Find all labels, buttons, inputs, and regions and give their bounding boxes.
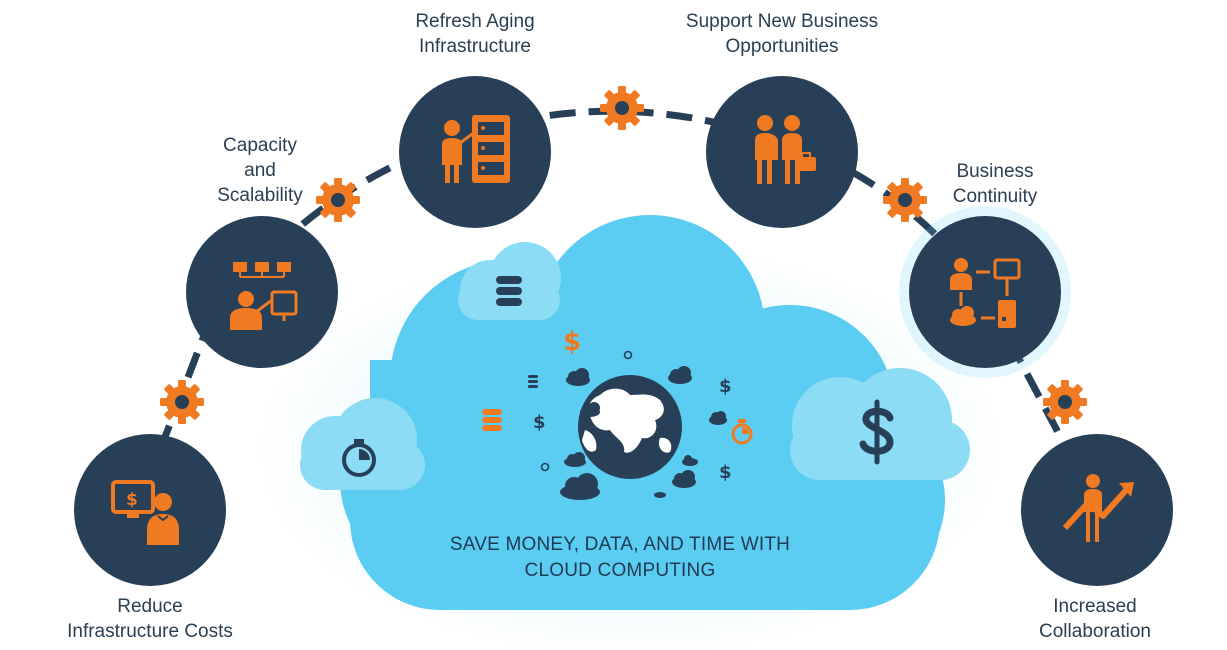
server-rack-icon <box>442 115 510 183</box>
workflow-icon <box>950 258 1021 328</box>
dollar-icon <box>859 399 894 465</box>
benefit-label-reduce-costs: Reduce Infrastructure Costs <box>67 596 233 642</box>
center-caption: SAVE MONEY, DATA, AND TIME WITH CLOUD CO… <box>449 534 791 581</box>
benefit-label-business-opportunities: Support New Business Opportunities <box>685 11 879 57</box>
svg-text:$: $ <box>126 490 138 510</box>
network-monitor-icon <box>230 262 298 330</box>
gear-icon <box>600 86 644 130</box>
small-stopwatch-icons <box>540 350 753 472</box>
svg-text:$: $ <box>719 376 732 397</box>
svg-text:$: $ <box>719 462 732 483</box>
benefit-circle-business-opportunities <box>706 76 858 228</box>
stopwatch-icon <box>342 439 376 477</box>
handshake-icon <box>755 115 816 184</box>
svg-text:$: $ <box>533 412 546 433</box>
benefit-circle-refresh <box>399 76 551 228</box>
dashed-connector-arc <box>156 107 1074 457</box>
benefit-label-refresh: Refresh Aging Infrastructure <box>415 11 535 57</box>
database-icon <box>496 276 522 306</box>
benefit-circle-reduce-costs: $ <box>74 434 226 586</box>
small-dollar-icons: $ $ $ $ <box>533 327 732 483</box>
floating-clouds <box>560 366 727 500</box>
benefit-circle-collaboration <box>1021 434 1173 586</box>
benefit-label-continuity: Business Continuity <box>952 161 1038 207</box>
small-cloud-stopwatch <box>300 398 425 490</box>
benefit-circle-continuity <box>909 216 1061 368</box>
benefit-circle-capacity <box>186 216 338 368</box>
svg-text:$: $ <box>563 327 581 357</box>
benefit-label-capacity: Capacity and Scalability <box>217 135 303 206</box>
small-database-icons <box>482 375 538 431</box>
benefit-label-collaboration: Increased Collaboration <box>1039 596 1151 642</box>
growth-chart-icon <box>1062 474 1134 542</box>
gear-icon <box>160 380 204 424</box>
gear-icon <box>1043 380 1087 424</box>
cost-presentation-icon: $ <box>111 480 179 545</box>
globe-icon <box>578 375 682 479</box>
